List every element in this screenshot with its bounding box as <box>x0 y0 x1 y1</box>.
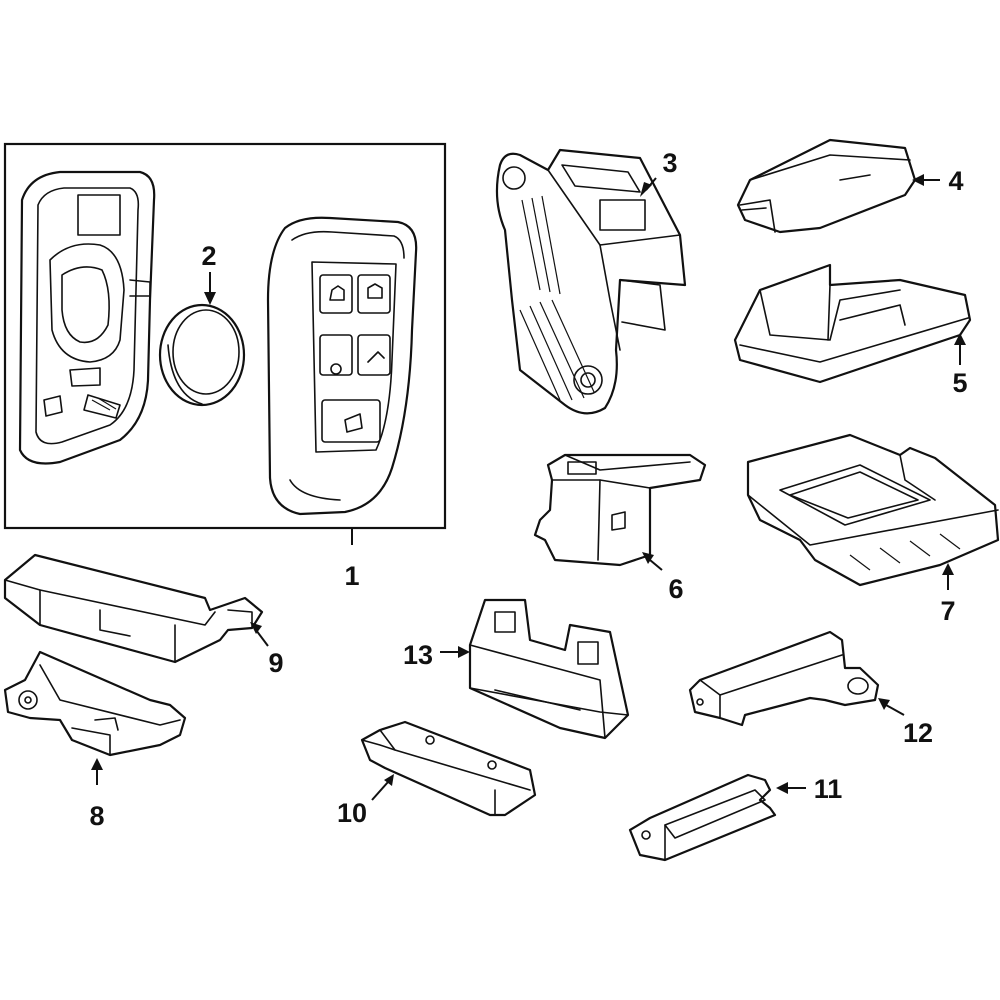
part-10-antenna <box>360 720 537 817</box>
part-7-module <box>746 433 1000 587</box>
leader-9 <box>255 629 269 647</box>
fob-housing-shell <box>18 170 156 465</box>
callout-10: 10 <box>337 798 367 828</box>
callout-4: 4 <box>948 166 963 196</box>
leader-6 <box>649 559 663 571</box>
callout-3: 3 <box>662 148 677 178</box>
arrow-3 <box>640 182 652 197</box>
part-9-antenna <box>3 553 264 664</box>
key-fob-remote <box>266 216 418 516</box>
callout-9: 9 <box>268 648 283 678</box>
part-8-antenna <box>3 650 187 757</box>
part-4-module <box>736 138 917 234</box>
leader-10 <box>371 781 389 801</box>
part-11-antenna <box>628 773 777 862</box>
arrow-6 <box>642 552 654 564</box>
callout-8: 8 <box>89 801 104 831</box>
callout-13: 13 <box>403 640 433 670</box>
arrow-5 <box>954 333 966 345</box>
arrow-13 <box>458 646 470 658</box>
part-3-module <box>495 148 687 415</box>
callout-7: 7 <box>940 596 955 626</box>
part-12-antenna <box>688 630 880 727</box>
arrow-12 <box>878 698 890 710</box>
arrow-9 <box>250 622 262 634</box>
leader-12 <box>885 704 905 716</box>
coin-battery <box>158 303 246 407</box>
callout-5: 5 <box>952 368 967 398</box>
part-6-sensor <box>533 453 707 567</box>
key-fob-assembly-frame <box>3 142 447 530</box>
arrow-11 <box>776 782 788 794</box>
arrow-10 <box>384 774 394 786</box>
part-5-bracket <box>733 263 972 384</box>
callout-1: 1 <box>344 561 359 591</box>
arrow-4 <box>912 174 924 186</box>
callout-11: 11 <box>814 774 843 804</box>
callout-2: 2 <box>201 241 216 271</box>
arrow-8 <box>91 758 103 770</box>
callout-12: 12 <box>903 718 933 748</box>
callout-6: 6 <box>668 574 683 604</box>
arrow-7 <box>942 563 954 575</box>
arrow-2 <box>204 292 216 305</box>
part-13-bracket <box>468 598 630 740</box>
